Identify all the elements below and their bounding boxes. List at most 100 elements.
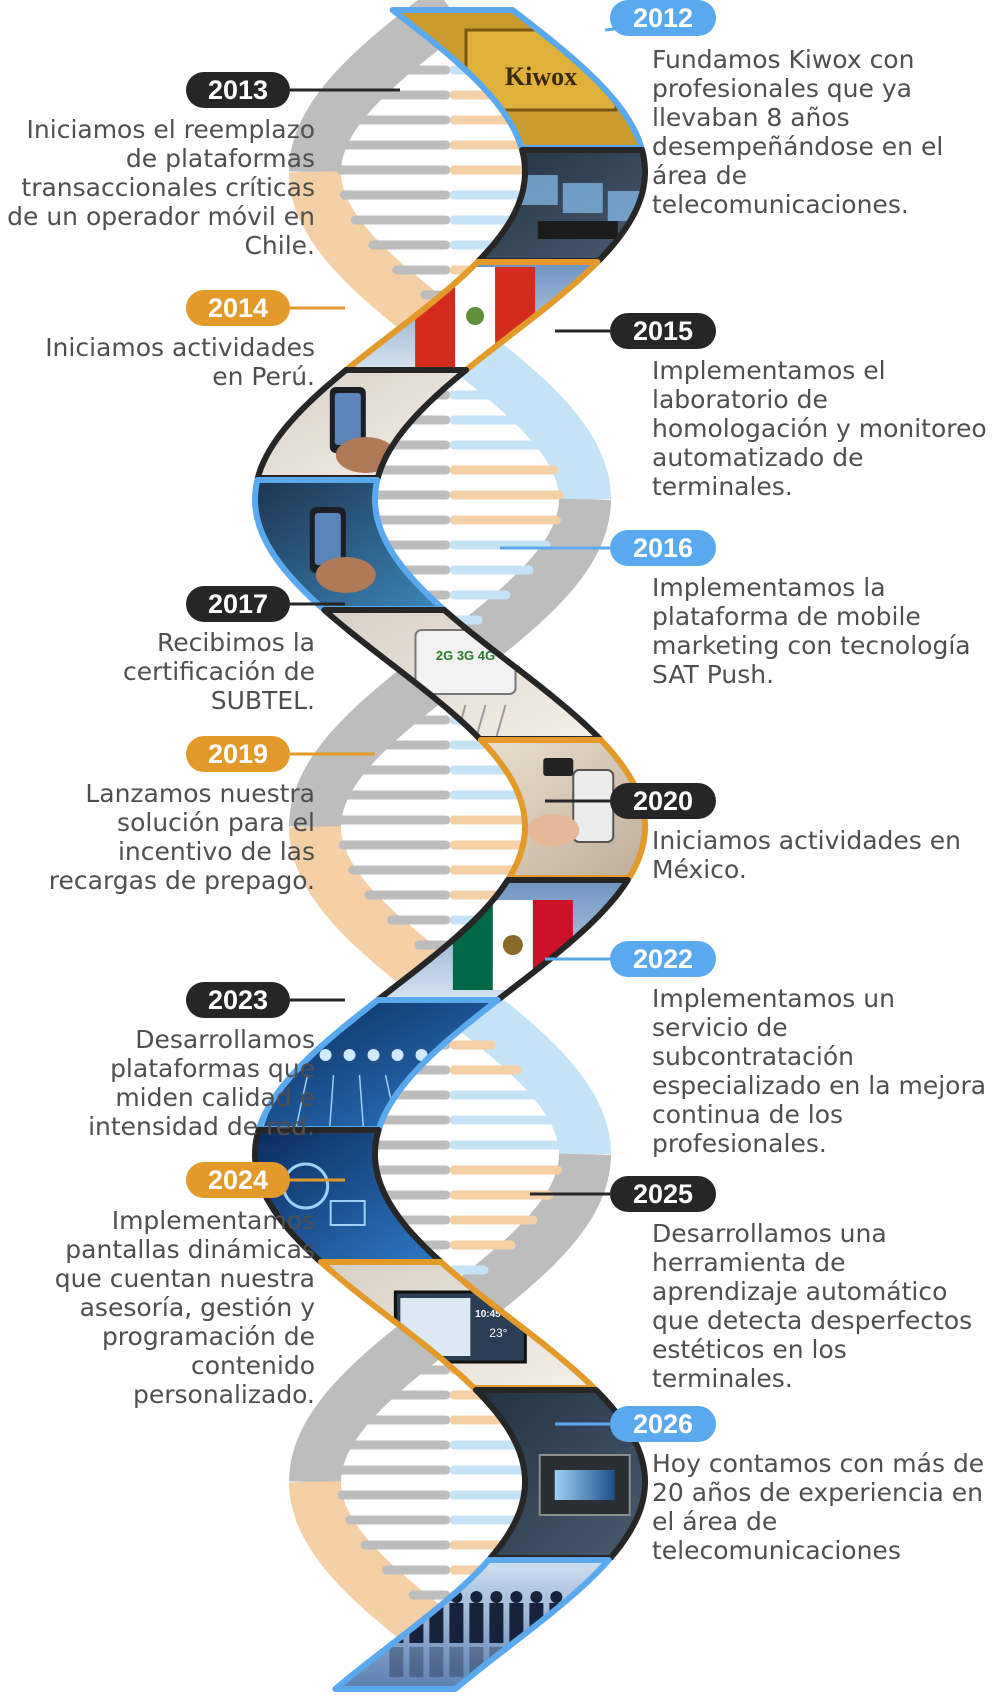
badge-2026: 2026 [610,1406,716,1442]
background-strand [289,1481,467,1667]
smartphone [572,769,615,843]
description-2013: Iniciamos el reemplazo de plataformas tr… [7,115,315,260]
description-2023: Desarrollamos plataformas que miden cali… [88,1025,315,1141]
segment-frame [332,1557,612,1692]
person-icon [319,1049,332,1061]
keyboard [537,221,618,239]
background-helix-strands [289,0,611,1667]
keyboard-grid [494,704,507,739]
photo-details [415,267,536,367]
photo-details [538,1454,631,1516]
person-reflection [529,1647,544,1677]
description-2026: Hoy contamos con más de 20 años de exper… [652,1449,985,1565]
year-label-2015: 2015 [632,316,694,346]
photo-details [309,507,376,593]
smartphone-screen [314,513,341,565]
badge-2016: 2016 [610,530,716,566]
year-label-2022: 2022 [632,944,694,974]
description-2012: Fundamos Kiwox con profesionales que ya … [652,45,944,219]
badge-2014: 2014 [186,290,290,326]
person-silhouette [470,1591,483,1603]
digital-grid [294,1074,309,1129]
person-reflection [389,1647,404,1677]
year-label-2019: 2019 [207,739,269,769]
person-silhouette [449,1603,464,1643]
year-label-2012: 2012 [632,3,694,33]
background-strand [433,1153,611,1339]
description-2025: Desarrollamos una herramienta de aprendi… [652,1219,973,1393]
description-2019: Lanzamos nuestra solución para el incent… [48,779,315,895]
background-strand [434,314,611,501]
screen-temp-text: 23° [489,1326,507,1340]
badge-2013: 2013 [186,72,290,108]
person-reflection [549,1647,564,1677]
person-reflection [429,1647,444,1677]
person-silhouette [550,1591,563,1603]
photo-details [329,387,396,473]
badge-2020: 2020 [610,783,716,819]
payment-card [543,758,574,776]
person-reflection [409,1647,424,1677]
description-2024: Implementamos pantallas dinámicas que cu… [54,1206,315,1409]
background-strand [289,826,467,1012]
photo-fill [255,480,444,609]
digital-grid [358,1074,365,1129]
description-2017: Recibimos la certificación de SUBTEL. [123,628,315,715]
person-silhouette [489,1603,504,1643]
year-label-2013: 2013 [207,75,269,105]
person-silhouette [469,1603,484,1643]
year-label-2016: 2016 [632,533,694,563]
background-strand [289,642,466,828]
digital-grid [328,1074,335,1129]
phone-testing-photo [254,367,470,481]
year-label-2014: 2014 [207,293,269,323]
person-reflection [449,1647,464,1677]
flag-green-stripe [452,900,493,990]
smartphone-screen [334,393,361,445]
person-silhouette [530,1591,543,1603]
description-2014: Iniciamos actividades en Perú. [45,333,315,391]
chart-icon [329,1200,366,1226]
badge-2012: 2012 [610,0,716,36]
hand [315,557,376,593]
smartphone-hand-photo [252,477,447,612]
year-label-2017: 2017 [207,589,269,619]
kiwox-logo-text: Kiwox [505,62,577,91]
badge-2023: 2023 [186,982,290,1018]
year-label-2020: 2020 [632,786,694,816]
monitor-screen [562,183,603,213]
person-icon [343,1049,356,1061]
person-silhouette [509,1603,524,1643]
year-label-2025: 2025 [632,1179,694,1209]
tablet-network-text: 2G 3G 4G [436,648,495,663]
description-2015: Implementamos el laboratorio de homologa… [652,356,987,501]
background-strand [289,171,467,357]
person-silhouette [490,1591,503,1603]
flag-emblem [466,307,485,325]
person-icon [391,1049,404,1061]
photo-details [452,900,573,990]
badge-2025: 2025 [610,1176,716,1212]
badge-2022: 2022 [610,941,716,977]
background-strand [433,498,611,684]
person-reflection [509,1647,524,1677]
photo-fill [258,1000,498,1129]
badge-2017: 2017 [186,586,290,622]
badge-2019: 2019 [186,736,290,772]
kiwox-sign-photo: Kiwox [389,7,645,151]
year-label-2023: 2023 [207,985,269,1015]
description-2016: Implementamos la plataforma de mobile ma… [652,573,971,689]
photo-details [527,758,615,846]
badge-2015: 2015 [610,313,716,349]
person-silhouette [510,1591,523,1603]
background-strand [434,969,611,1156]
computer-monitors-photo [475,147,648,264]
machine-glow [554,1470,615,1500]
background-strand [289,1297,466,1483]
badge-2024: 2024 [186,1162,290,1198]
person-icon [367,1049,380,1061]
description-2020: Iniciamos actividades en México. [652,826,961,884]
year-label-2026: 2026 [632,1409,694,1439]
screen-time-text: 10:45 A.M [475,1309,521,1320]
